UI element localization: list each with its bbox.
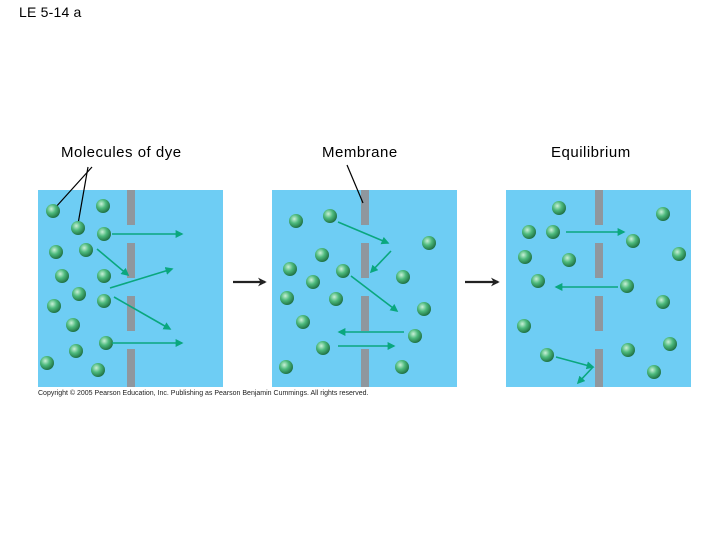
molecules-of-dye-label: Molecules of dye (61, 144, 182, 161)
dye-molecule (289, 214, 303, 228)
equilibrium-label: Equilibrium (551, 144, 631, 161)
dye-molecule (296, 315, 310, 329)
dye-molecule (329, 292, 343, 306)
dye-molecule (47, 299, 61, 313)
dye-molecule (417, 302, 431, 316)
dye-molecule (91, 363, 105, 377)
label-pointer-lines (54, 164, 364, 225)
slide-id: LE 5-14 a (19, 4, 82, 20)
dye-molecule (626, 234, 640, 248)
dye-molecule (540, 348, 554, 362)
dye-molecule (306, 275, 320, 289)
dye-molecule (336, 264, 350, 278)
dye-molecule (546, 225, 560, 239)
dye-molecule (280, 291, 294, 305)
movement-arrows-initial (96, 230, 184, 347)
dye-molecule (316, 341, 330, 355)
dye-molecule (522, 225, 536, 239)
dye-molecule (620, 279, 634, 293)
dye-molecule (97, 227, 111, 241)
movement-arrows-diffusing (337, 221, 404, 350)
dye-molecule (647, 365, 661, 379)
dye-molecule (55, 269, 69, 283)
dye-molecule (396, 270, 410, 284)
dye-molecule (656, 207, 670, 221)
dye-molecule (323, 209, 337, 223)
membrane-equilibrium (595, 190, 603, 387)
dye-molecule (408, 329, 422, 343)
dye-molecule (552, 201, 566, 215)
dye-molecule (422, 236, 436, 250)
dye-molecule (279, 360, 293, 374)
dye-molecule (621, 343, 635, 357)
molecules-initial (40, 199, 113, 377)
dye-molecule (531, 274, 545, 288)
dye-molecule (79, 243, 93, 257)
membrane-initial (127, 190, 135, 387)
dye-molecule (562, 253, 576, 267)
dye-molecule (663, 337, 677, 351)
dye-molecule (96, 199, 110, 213)
dye-molecule (656, 295, 670, 309)
dye-molecule (72, 287, 86, 301)
dye-molecule (71, 221, 85, 235)
dye-molecule (97, 269, 111, 283)
molecules-equilibrium (517, 201, 686, 379)
dye-molecule (315, 248, 329, 262)
molecules-diffusing (279, 209, 436, 374)
dye-molecule (283, 262, 297, 276)
dye-molecule (40, 356, 54, 370)
copyright-notice: Copyright © 2005 Pearson Education, Inc.… (38, 390, 369, 397)
dye-molecule (46, 204, 60, 218)
membrane-diffusing (361, 190, 369, 387)
dye-molecule (517, 319, 531, 333)
dye-molecule (395, 360, 409, 374)
dye-molecule (99, 336, 113, 350)
movement-arrows-equilibrium (554, 228, 626, 385)
dye-molecule (49, 245, 63, 259)
dye-molecule (66, 318, 80, 332)
dye-molecule (518, 250, 532, 264)
dye-molecule (672, 247, 686, 261)
dye-molecule (97, 294, 111, 308)
membrane-label: Membrane (322, 144, 398, 161)
dye-molecule (69, 344, 83, 358)
